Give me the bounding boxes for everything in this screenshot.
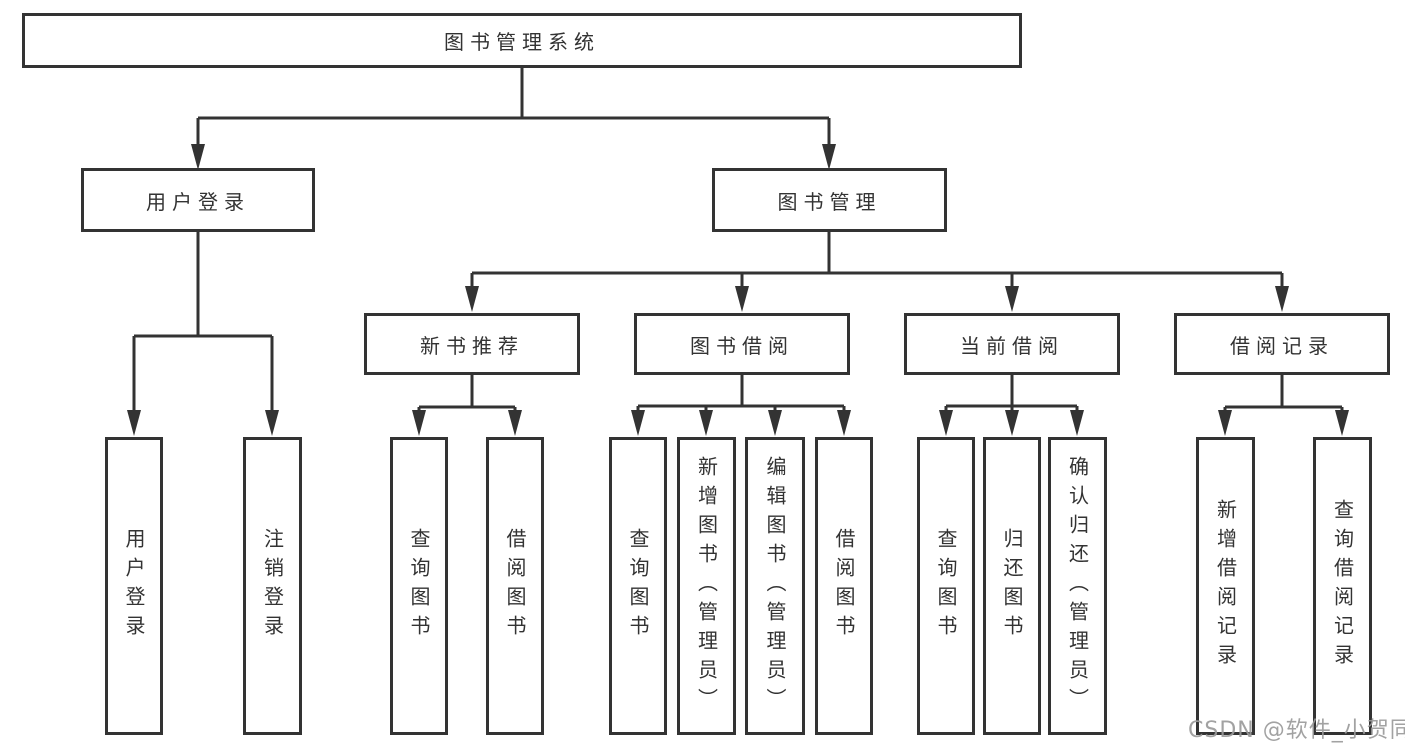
leaf-borrow-book: 借阅图书	[815, 437, 873, 735]
leaf-edit-book-admin: 编辑图书（管理员）	[745, 437, 805, 735]
leaf-newbook-borrow-books: 借阅图书	[486, 437, 544, 735]
leaf-confirm-return-admin: 确认归还（管理员）	[1048, 437, 1107, 735]
arrowheads	[127, 144, 1349, 436]
node-library-management-system: 图书管理系统	[22, 13, 1022, 68]
leaf-current-query-books: 查询图书	[917, 437, 975, 735]
node-user-login-branch: 用户登录	[81, 168, 315, 232]
leaf-return-book: 归还图书	[983, 437, 1041, 735]
node-new-book-recommendation: 新书推荐	[364, 313, 580, 375]
node-book-management-branch: 图书管理	[712, 168, 947, 232]
leaf-query-borrow-record: 查询借阅记录	[1313, 437, 1372, 735]
leaf-user-login: 用户登录	[105, 437, 163, 735]
node-current-borrowing: 当前借阅	[904, 313, 1120, 375]
leaf-logout-login: 注销登录	[243, 437, 302, 735]
node-borrowing-records: 借阅记录	[1174, 313, 1390, 375]
leaf-newbook-query-books: 查询图书	[390, 437, 448, 735]
leaf-borrowing-query-books: 查询图书	[609, 437, 667, 735]
leaf-add-borrow-record: 新增借阅记录	[1196, 437, 1255, 735]
csdn-watermark: CSDN @软件_小贺同学	[1188, 718, 1405, 743]
leaf-add-book-admin: 新增图书（管理员）	[677, 437, 736, 735]
node-book-borrowing: 图书借阅	[634, 313, 850, 375]
